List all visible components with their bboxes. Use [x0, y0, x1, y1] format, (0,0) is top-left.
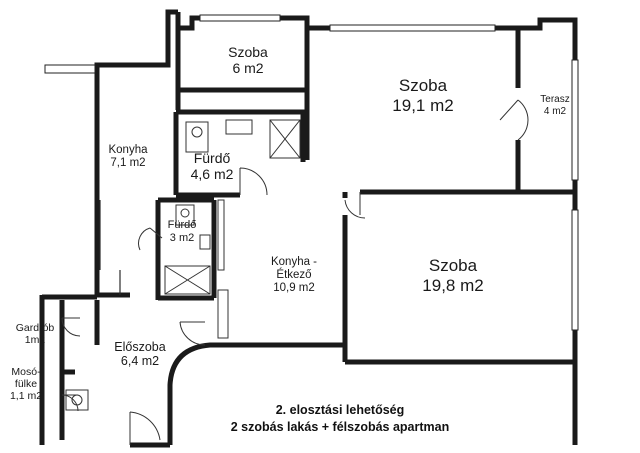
room-area: 4 m2: [543, 105, 567, 117]
room-area: 6,4 m2: [120, 354, 160, 369]
caption-line-1: 2. elosztási lehetőség: [275, 403, 405, 417]
room-label-szoba-19-1: Szoba 19,1 m2: [378, 76, 468, 115]
room-name: Fürdő: [193, 150, 231, 166]
caption-line-2: 2 szobás lakás + félszobás apartman: [230, 419, 450, 434]
room-name-line2: fülke: [14, 378, 38, 391]
room-name: Szoba: [428, 256, 478, 275]
room-name-line1: Konyha -: [270, 256, 318, 268]
room-name: Szoba: [228, 44, 268, 60]
room-name: Gardrób: [15, 322, 55, 334]
room-label-mosofulke: Mosó- fülke 1,1 m2: [4, 366, 48, 402]
interior-walls: [59, 28, 575, 440]
room-label-konyha: Konyha 7,1 m2: [102, 144, 154, 170]
room-area: 19,8 m2: [422, 275, 484, 295]
room-area: 1,1 m2: [9, 390, 43, 403]
room-label-konyha-etkezo: Konyha - Étkező 10,9 m2: [254, 256, 334, 296]
room-label-furdo-3: Fürdő 3 m2: [160, 219, 204, 244]
room-name: Terasz: [540, 94, 570, 105]
plan-caption: 2. elosztási lehetőség 2 szobás lakás + …: [210, 402, 470, 436]
room-area: 3 m2: [169, 231, 195, 244]
room-name: Konyha: [108, 144, 148, 156]
door-swings: [61, 99, 529, 445]
room-label-terasz: Terasz 4 m2: [532, 94, 578, 117]
room-area: 1m2: [24, 334, 46, 347]
windows: [44, 14, 579, 331]
room-area: 10,9 m2: [273, 282, 315, 295]
room-label-furdo-4-6: Fürdő 4,6 m2: [180, 150, 244, 182]
room-label-eloszoba: Előszoba 6,4 m2: [108, 340, 172, 369]
room-name: Szoba: [398, 76, 448, 95]
room-area: 7,1 m2: [110, 157, 146, 170]
room-area: 4,6 m2: [190, 166, 234, 183]
room-name-line1: Mosó-: [11, 366, 41, 378]
room-area: 6 m2: [232, 60, 264, 77]
exterior-walls: [39, 9, 578, 448]
room-area: 19,1 m2: [392, 95, 454, 115]
room-name: Előszoba: [114, 340, 166, 354]
room-label-szoba-6: Szoba 6 m2: [218, 44, 278, 76]
room-label-gardrob: Gardrób 1m2: [12, 322, 58, 346]
room-label-szoba-19-8: Szoba 19,8 m2: [408, 256, 498, 295]
fixtures: [65, 119, 301, 411]
room-name-line2: Étkező: [276, 269, 312, 282]
room-name: Fürdő: [167, 219, 197, 231]
